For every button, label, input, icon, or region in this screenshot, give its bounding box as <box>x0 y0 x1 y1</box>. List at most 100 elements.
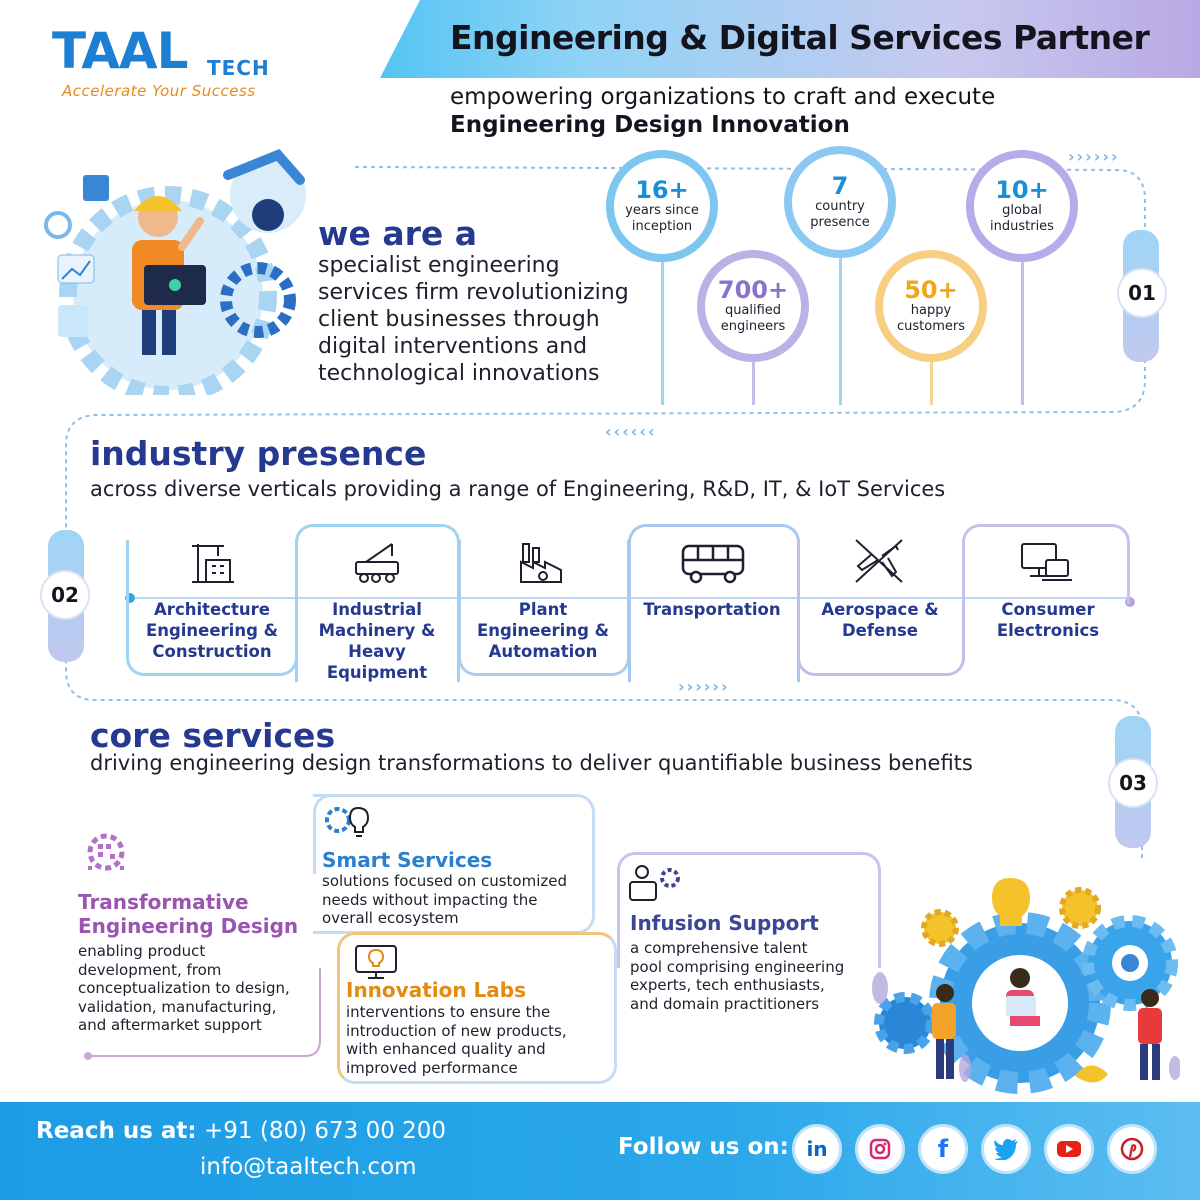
service-text: conceptualization to design, <box>78 979 290 997</box>
service-text: with enhanced quality and <box>346 1040 546 1058</box>
stat-value: 50+ <box>904 276 958 304</box>
section-number-03: 03 <box>1108 758 1158 808</box>
about-line: technological innovations <box>318 361 600 386</box>
stat-countries: 7 country presence <box>784 146 896 258</box>
service-text: improved performance <box>346 1058 518 1077</box>
facebook-icon[interactable]: f <box>918 1124 968 1174</box>
service-text: and domain practitioners <box>630 994 820 1013</box>
twitter-icon[interactable] <box>981 1124 1031 1174</box>
service-text: needs without impacting the <box>322 890 538 909</box>
stat-label: customers <box>897 319 965 334</box>
bus-icon <box>681 544 745 584</box>
chevrons-right-icon: ›››››› <box>1068 147 1120 166</box>
service-title: Infusion Support <box>630 911 819 935</box>
section-number-01: 01 <box>1117 268 1167 318</box>
service-text: validation, manufacturing, <box>78 997 277 1016</box>
service-description: solutions focused on customized needs wi… <box>322 872 567 928</box>
service-text: interventions to ensure the <box>346 1003 551 1021</box>
service-text: enabling product <box>78 942 206 960</box>
chevrons-left-icon: ‹‹‹‹‹‹ <box>605 422 657 441</box>
stat-label: industries <box>990 219 1054 234</box>
stat-label: global <box>1002 203 1042 218</box>
stat-years: 16+ years since inception <box>606 150 718 262</box>
pinterest-icon[interactable] <box>1107 1124 1157 1174</box>
about-line: services firm revolutionizing <box>318 280 629 305</box>
stat-label: engineers <box>720 319 786 334</box>
industry-heading: industry presence <box>90 434 427 473</box>
service-title: Innovation Labs <box>346 978 527 1002</box>
service-card-frame <box>337 932 617 1084</box>
stat-value: 7 <box>831 172 849 200</box>
service-text: development, from <box>78 960 222 979</box>
instagram-icon[interactable] <box>855 1124 905 1174</box>
email-link[interactable]: info@taaltech.com <box>200 1154 417 1180</box>
industry-transportation: Transportation <box>643 600 781 619</box>
stat-label: years since <box>625 203 699 218</box>
service-description: a comprehensive talent pool comprising e… <box>630 939 844 1013</box>
industry-plant: Plant Engineering & Automation <box>476 600 610 661</box>
service-text: a comprehensive talent <box>630 939 808 957</box>
service-description: enabling product development, from conce… <box>78 942 290 1035</box>
industry-electronics: Consumer Electronics <box>996 600 1100 640</box>
crane-building-icon <box>192 544 234 583</box>
stat-label: country <box>815 199 865 214</box>
engineer-illustration <box>44 149 306 395</box>
stat-customers: 50+ happy customers <box>875 250 987 362</box>
stat-stem <box>661 250 664 405</box>
stat-value: 10+ <box>995 176 1049 204</box>
stat-value: 700+ <box>717 276 789 304</box>
follow-label: Follow us on: <box>618 1134 789 1160</box>
gear-chip-icon <box>87 833 125 871</box>
stat-engineers: 700+ qualified engineers <box>697 250 809 362</box>
stat-stem <box>839 245 842 405</box>
stat-label: happy <box>910 303 952 318</box>
lightbulb-monitor-icon <box>355 945 397 979</box>
industry-subtitle: across diverse verticals providing a ran… <box>90 477 946 501</box>
about-line: client businesses through <box>318 307 600 332</box>
service-text: experts, tech enthusiasts, <box>630 976 825 994</box>
youtube-glyph <box>1057 1141 1081 1157</box>
person-gear-icon <box>629 865 680 901</box>
service-text: introduction of new products, <box>346 1021 567 1040</box>
service-title: Smart Services <box>322 848 493 872</box>
service-text: and aftermarket support <box>78 1016 262 1034</box>
twitter-glyph <box>994 1139 1018 1160</box>
stat-label: inception <box>631 219 693 234</box>
about-line: digital interventions and <box>318 334 588 359</box>
team-gears-illustration <box>872 878 1180 1094</box>
service-title: Transformative <box>78 890 249 914</box>
service-text: pool comprising engineering <box>630 957 845 976</box>
stat-stem <box>930 350 933 405</box>
devices-icon <box>1021 543 1072 581</box>
chevrons-right-icon: ›››››› <box>678 677 730 696</box>
linkedin-icon[interactable]: in <box>792 1124 842 1174</box>
core-subtitle: driving engineering design transformatio… <box>90 751 973 775</box>
service-card-frame <box>617 852 881 968</box>
logo-wordmark: TAAL <box>52 22 188 80</box>
youtube-icon[interactable] <box>1044 1124 1094 1174</box>
crane-truck-icon <box>355 543 399 583</box>
header-subtitle-bold: Engineering Design Innovation <box>450 112 850 138</box>
phone-number[interactable]: +91 (80) 673 00 200 <box>204 1118 447 1144</box>
stat-label: presence <box>810 215 870 230</box>
about-description: specialist engineering services firm rev… <box>318 252 629 387</box>
logo-tech-text: TECH <box>207 56 270 80</box>
service-title: Engineering Design <box>78 914 299 938</box>
page-title: Engineering & Digital Services Partner <box>450 18 1150 57</box>
section-number-02: 02 <box>40 570 90 620</box>
industry-machinery: Industrial Machinery & Heavy Equipment <box>318 600 436 682</box>
about-heading: we are a <box>318 214 478 253</box>
stat-stem <box>752 350 755 405</box>
industry-aerospace: Aerospace & Defense <box>821 600 939 640</box>
logo-tagline: Accelerate Your Success <box>62 82 256 100</box>
service-text: overall ecosystem <box>322 909 459 927</box>
gear-bulb-icon <box>325 806 370 837</box>
pinterest-glyph <box>1120 1137 1144 1161</box>
reach-label: Reach us at: <box>36 1118 197 1144</box>
service-description: interventions to ensure the introduction… <box>346 1003 567 1077</box>
service-card-frame <box>313 794 343 874</box>
airplane-icon <box>855 539 903 583</box>
about-line: specialist engineering <box>318 253 560 278</box>
stat-label: qualified <box>724 303 782 318</box>
industry-architecture: Architecture Engineering & Construction <box>145 600 279 661</box>
